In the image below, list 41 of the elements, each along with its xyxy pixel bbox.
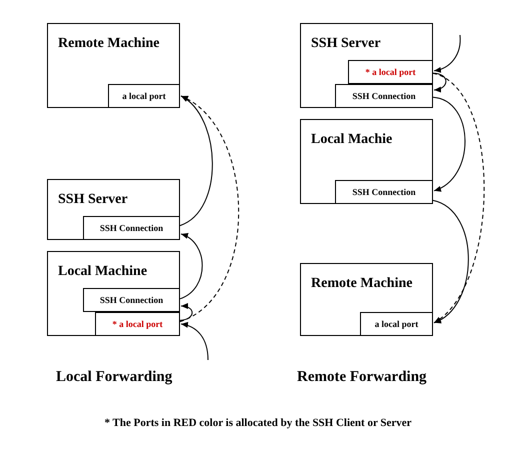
box-title: Remote Machine	[58, 36, 160, 52]
port-box	[348, 60, 433, 84]
curved-arrow	[180, 304, 193, 321]
curved-arrow	[180, 322, 208, 360]
box-title: SSH Server	[58, 192, 128, 208]
box-title: Remote Machine	[311, 276, 412, 292]
box-label: a local port	[374, 318, 418, 330]
connection-box	[335, 180, 433, 204]
port-box	[95, 312, 180, 336]
host-box	[300, 263, 433, 336]
host-box	[300, 119, 433, 204]
port-box	[108, 84, 180, 108]
dashed-arrow	[180, 96, 240, 322]
box-label: SSH Connection	[352, 186, 416, 198]
connection-box	[335, 84, 433, 108]
curved-arrow	[432, 200, 469, 324]
box-title: Local Machie	[311, 132, 392, 148]
box-label: * a local port	[365, 66, 416, 78]
curved-arrow	[434, 34, 461, 72]
box-label: SSH Connection	[352, 90, 416, 102]
host-box	[47, 23, 180, 108]
box-label: SSH Connection	[100, 222, 164, 234]
port-box	[360, 312, 433, 336]
box-title: SSH Server	[311, 36, 381, 52]
section-label: Remote Forwarding	[297, 369, 427, 386]
host-box	[300, 23, 433, 108]
box-label: a local port	[122, 90, 166, 102]
host-box	[47, 179, 180, 240]
connection-box	[83, 288, 180, 312]
curved-arrow	[432, 72, 446, 92]
curved-arrow	[180, 234, 203, 300]
curved-arrow	[432, 96, 466, 192]
box-label: * a local port	[112, 318, 163, 330]
connection-box	[83, 216, 180, 240]
section-label: Local Forwarding	[56, 369, 172, 386]
box-title: Local Machine	[58, 264, 148, 280]
curved-arrow	[180, 96, 213, 226]
footnote-text: * The Ports in RED color is allocated by the SSH Client or Server	[104, 417, 412, 429]
host-box	[47, 251, 180, 336]
box-label: SSH Connection	[100, 294, 164, 306]
dashed-arrow	[432, 72, 485, 324]
